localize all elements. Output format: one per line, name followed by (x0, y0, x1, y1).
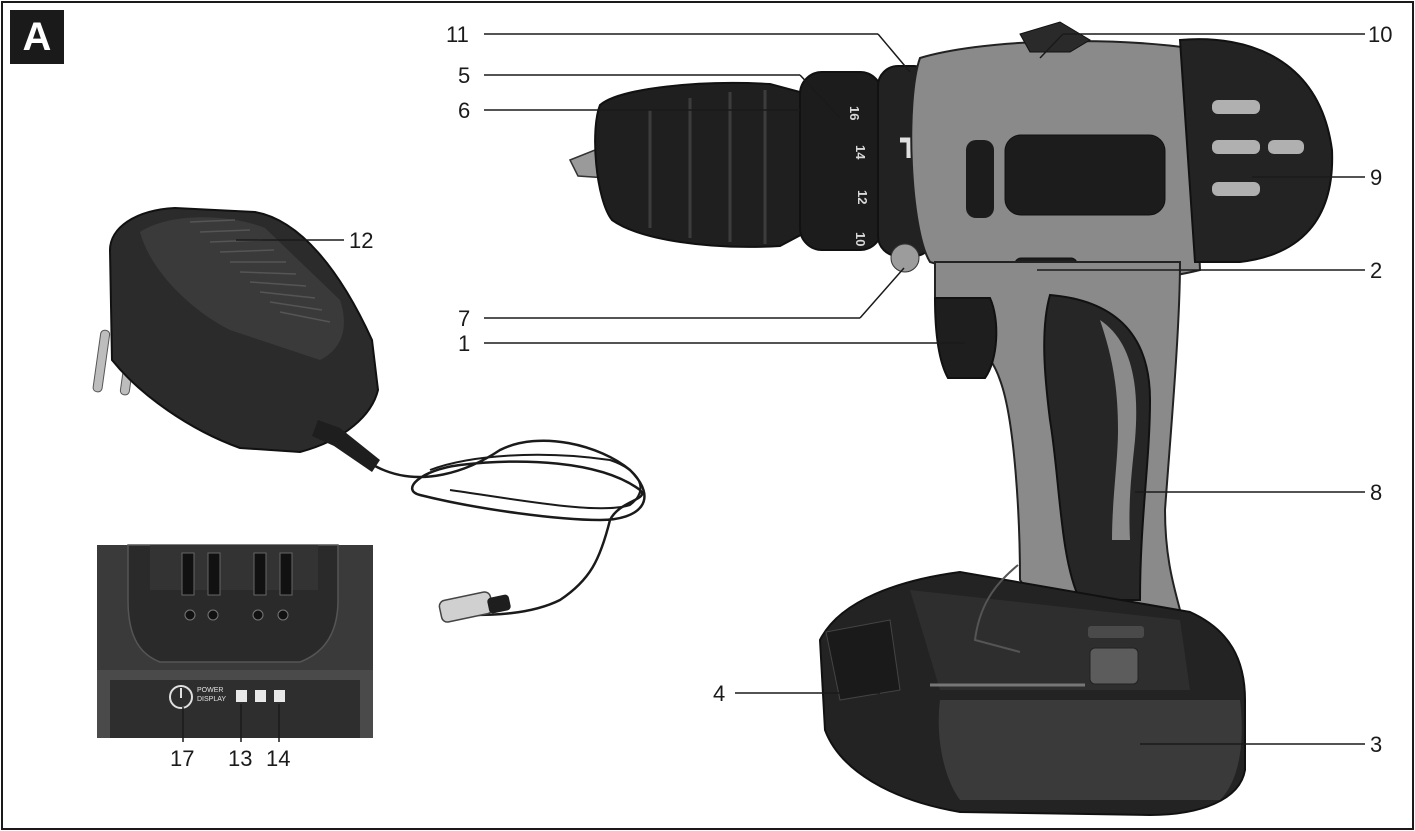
battery-side-panel (938, 700, 1242, 800)
svg-text:12: 12 (855, 190, 870, 204)
drill: 16 14 12 10 (568, 21, 1334, 817)
callout-3: 3 (1370, 732, 1382, 757)
charger-base: POWER DISPLAY (97, 544, 373, 738)
callout-17: 17 (170, 746, 194, 771)
callout-11: 11 (446, 22, 469, 47)
housing-panel (1004, 134, 1166, 216)
contact-slot (207, 552, 221, 596)
callout-8: 8 (1370, 480, 1382, 505)
svg-text:14: 14 (853, 145, 868, 160)
power-label-line1: POWER (197, 687, 223, 694)
work-light (890, 243, 920, 273)
led-indicator (255, 690, 266, 702)
callout-6: 6 (458, 98, 470, 123)
callout-12: 12 (349, 228, 373, 253)
led-indicator (236, 690, 247, 702)
svg-text:16: 16 (847, 106, 862, 120)
adapter-top-face (140, 217, 344, 360)
callout-4: 4 (713, 681, 725, 706)
contact-slot (181, 552, 195, 596)
vent-slots (1212, 100, 1304, 196)
battery-indicator-button (1089, 647, 1139, 685)
torque-collar (799, 71, 883, 251)
callout-5: 5 (458, 63, 470, 88)
power-icon (169, 685, 193, 709)
callout-13: 13 (228, 746, 252, 771)
chuck-sleeve (594, 82, 812, 248)
grip-accent (1100, 320, 1137, 540)
callout-9: 9 (1370, 165, 1382, 190)
contact-slot (279, 552, 293, 596)
callout-7: 7 (458, 306, 470, 331)
figure-badge: A (10, 10, 64, 64)
charger-cable-coil (429, 453, 642, 510)
contact-slot (253, 552, 267, 596)
callout-1: 1 (458, 331, 470, 356)
charger-cable (374, 439, 646, 617)
dc-plug (438, 591, 494, 623)
svg-text:10: 10 (853, 232, 868, 246)
callout-14: 14 (266, 746, 290, 771)
battery-release-button (825, 619, 901, 701)
chuck-grip-ribs (648, 90, 767, 244)
trigger (933, 297, 998, 379)
callout-2: 2 (1370, 258, 1382, 283)
callout-10: 10 (1368, 22, 1392, 47)
led-indicator (274, 690, 285, 702)
dc-plug-collar (487, 594, 511, 614)
plug-pin-left (92, 329, 111, 393)
leader-lines (182, 33, 1365, 745)
cable-strain-relief (312, 420, 380, 472)
power-label-line2: DISPLAY (197, 696, 226, 703)
gear-selector-switch (1019, 21, 1091, 53)
